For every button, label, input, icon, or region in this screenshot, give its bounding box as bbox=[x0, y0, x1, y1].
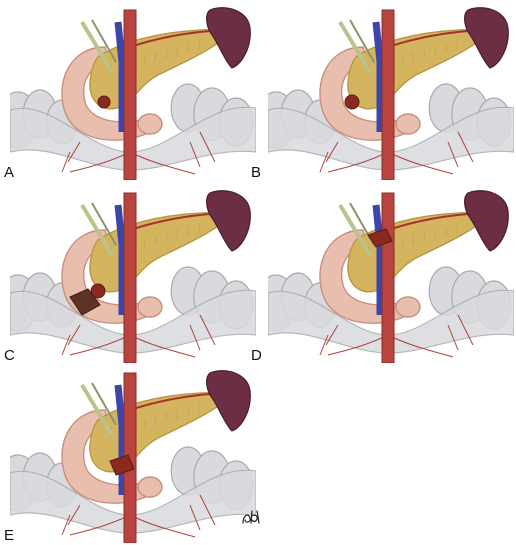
spleen bbox=[206, 190, 251, 252]
anatomy-illustration-d bbox=[268, 190, 514, 363]
hepatic-duct bbox=[349, 19, 375, 63]
jejunum-limb bbox=[395, 113, 421, 135]
lesion-neck-lesion bbox=[367, 228, 393, 248]
lesion-head-lesion bbox=[97, 95, 111, 109]
lesion-periampullary-lesion bbox=[109, 454, 135, 476]
anatomy-illustration-b bbox=[268, 7, 514, 180]
spleen bbox=[206, 370, 251, 432]
jejunum-limb bbox=[395, 296, 421, 318]
anatomy-illustration-a bbox=[10, 7, 256, 180]
bile-duct bbox=[80, 383, 114, 437]
bile-duct bbox=[80, 203, 114, 257]
panel-label-a: A bbox=[4, 164, 15, 181]
hepatic-duct bbox=[91, 202, 117, 246]
jejunum-limb bbox=[137, 113, 163, 135]
anatomy-illustration-e bbox=[10, 370, 256, 543]
spleen bbox=[206, 7, 251, 69]
panel-e bbox=[10, 365, 256, 543]
panel-label-d: D bbox=[251, 347, 262, 364]
spleen bbox=[464, 190, 509, 252]
bile-duct bbox=[338, 203, 372, 257]
panel-d bbox=[268, 185, 514, 363]
portal-vein bbox=[114, 384, 126, 495]
artist-signature bbox=[242, 510, 260, 524]
lesion-duodenal-window bbox=[69, 283, 106, 316]
aorta bbox=[381, 192, 395, 363]
aorta bbox=[123, 9, 137, 180]
hepatic-duct bbox=[91, 19, 117, 63]
panel-label-e: E bbox=[4, 527, 15, 544]
jejunum-limb bbox=[137, 296, 163, 318]
anatomy-illustration-c bbox=[10, 190, 256, 363]
bile-duct bbox=[338, 20, 372, 74]
portal-vein bbox=[114, 204, 126, 315]
bile-duct bbox=[80, 20, 114, 74]
hepatic-duct bbox=[91, 382, 117, 426]
aorta bbox=[381, 9, 395, 180]
jejunum-limb bbox=[137, 476, 163, 498]
portal-vein bbox=[114, 21, 126, 132]
portal-vein bbox=[372, 204, 384, 315]
panel-c bbox=[10, 185, 256, 363]
lesion-uncinate-lesion bbox=[344, 94, 360, 110]
panel-label-c: C bbox=[4, 347, 15, 364]
panel-label-b: B bbox=[251, 164, 262, 181]
portal-vein bbox=[372, 21, 384, 132]
panel-b bbox=[268, 2, 514, 180]
aorta bbox=[123, 192, 137, 363]
panel-a bbox=[10, 2, 256, 180]
spleen bbox=[464, 7, 509, 69]
